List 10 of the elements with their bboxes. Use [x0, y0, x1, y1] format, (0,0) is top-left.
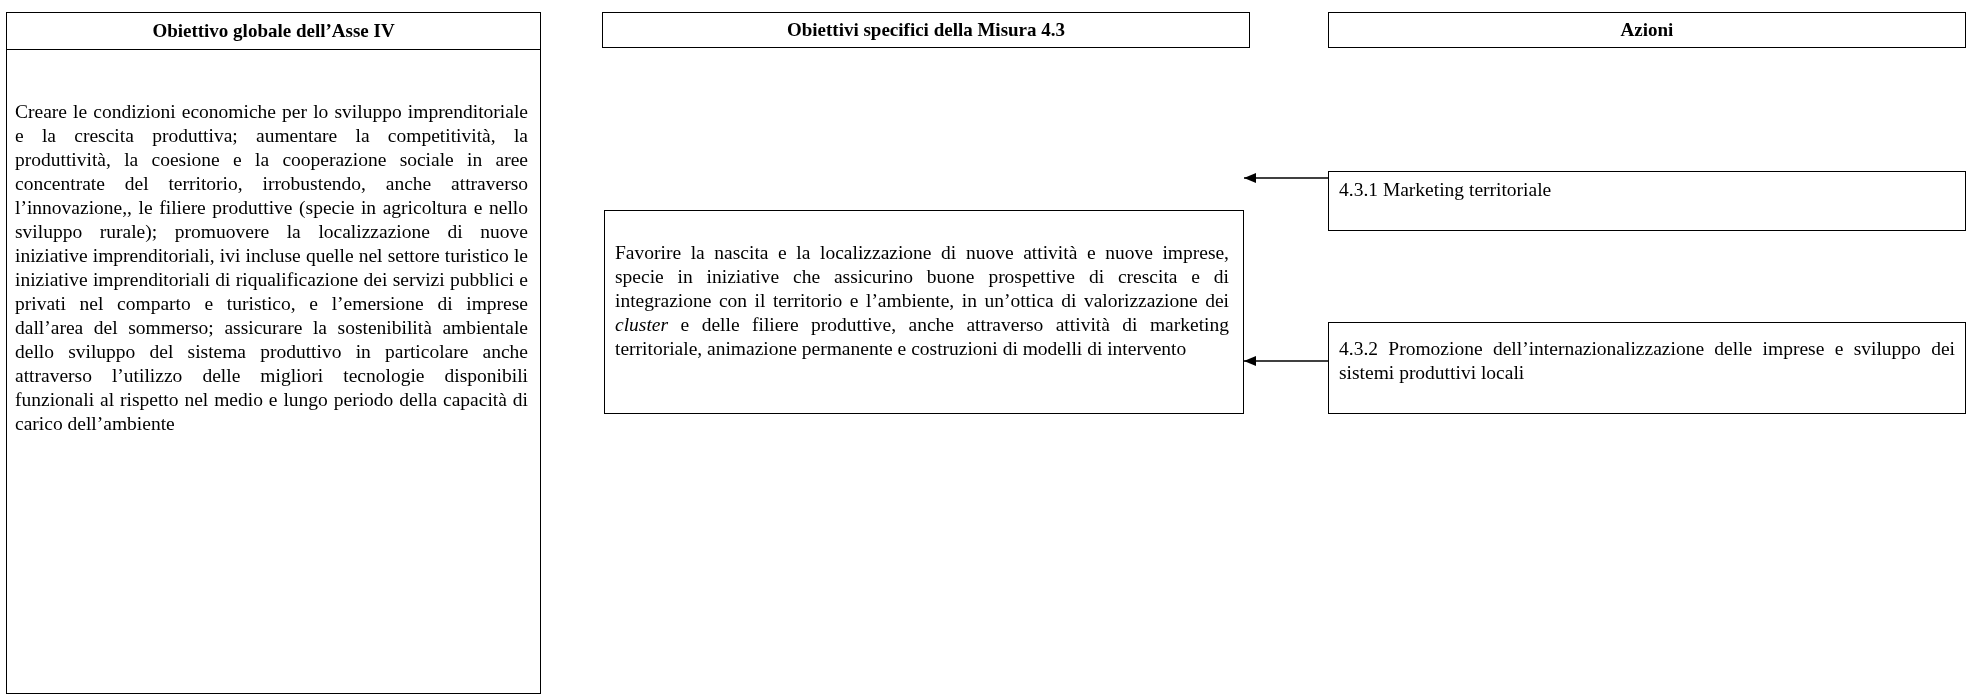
arrow: [1243, 356, 1329, 366]
arrow: [1243, 173, 1329, 183]
column-heading: Obiettivo globale dell’Asse IV: [7, 13, 540, 50]
text-box: 4.3.2 Promozione dell’internazionalizzazione delle imprese e sviluppo dei sistemi produttivi locali: [1328, 322, 1966, 414]
text-box: Favorire la nascita e la localizzazione di nuove attività e nuove imprese, specie in iniziative che assicurino buone prospettive di crescita e di integrazione con il territorio e l’ambiente, in un’ottica di valorizzazione dei cluster e delle filiere produttive, anche attraverso attività di marketing territoriale, animazione permanente e costruzioni di modelli di intervento: [604, 210, 1244, 414]
objective-box: [6, 12, 541, 694]
objective-text: Creare le condizioni economiche per lo sviluppo imprenditoriale e la crescita produttiva; aumentare la competitività, la produttività, la coesione e la cooperazione sociale in aree concentrate del territorio, irrobustendo, anche attraverso l’innovazione,, le filiere produttive (specie in agricoltura e nello sviluppo rurale); promuovere la localizzazione di nuove iniziative imprenditoriali, ivi incluse quelle nel settore turistico le iniziative imprenditoriali di riqualificazione dei servizi pubblici e privati nel comparto e turistico, e l’emersione di imprese dall’area del sommerso; assicurare la sostenibilità ambientale dello sviluppo del sistema produttivo in particolare anche attraverso l’utilizzo delle migliori tecnologie disponibili funzionali al rispetto nel medio e lungo periodo della capacità di carico dell’ambiente: [14, 100, 529, 436]
column-heading: Obiettivi specifici della Misura 4.3: [602, 12, 1250, 48]
column-heading: Azioni: [1328, 12, 1966, 48]
text-box: 4.3.1 Marketing territoriale: [1328, 171, 1966, 231]
